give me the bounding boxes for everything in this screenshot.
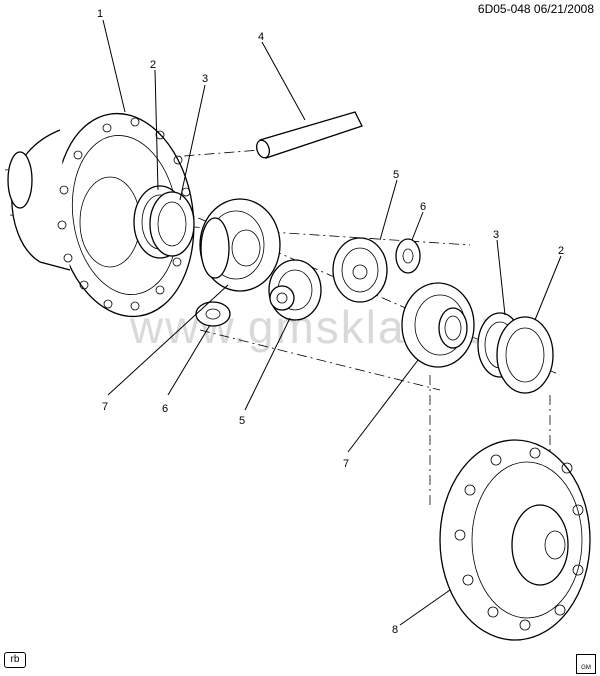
callout-7-left: 7 xyxy=(102,401,108,413)
callout-3-right: 3 xyxy=(493,229,499,241)
corner-tag: rb xyxy=(4,652,26,668)
side-gear-left xyxy=(199,198,281,292)
callout-8: 8 xyxy=(392,624,398,636)
gm-seal-icon: GM xyxy=(576,654,596,674)
callout-7-right: 7 xyxy=(343,458,349,470)
callout-3-left: 3 xyxy=(202,73,208,85)
thrust-washer-left xyxy=(195,301,231,327)
diagram-code: 6D05-048 06/21/2008 xyxy=(477,2,594,16)
ring-gear-cover xyxy=(439,439,591,641)
callout-5-lower: 5 xyxy=(239,415,245,427)
pinion-gear-lower xyxy=(268,259,322,321)
callout-2-right: 2 xyxy=(558,245,564,257)
cross-pin xyxy=(256,111,363,159)
left-bearing xyxy=(133,185,195,259)
thrust-washer-right xyxy=(395,238,421,274)
side-gear-right xyxy=(401,282,475,368)
callout-4: 4 xyxy=(258,31,264,43)
leader-lines xyxy=(102,19,562,626)
callout-6-upper: 6 xyxy=(420,201,426,213)
callout-6-lower: 6 xyxy=(162,403,168,415)
callout-5-upper: 5 xyxy=(393,169,399,181)
callout-numbers: 1 2 3 4 5 6 3 2 7 6 5 7 8 xyxy=(97,8,564,636)
callout-1: 1 xyxy=(97,8,103,20)
pinion-gear-upper xyxy=(332,237,388,303)
right-bearing xyxy=(477,312,554,394)
callout-2-left: 2 xyxy=(150,59,156,71)
